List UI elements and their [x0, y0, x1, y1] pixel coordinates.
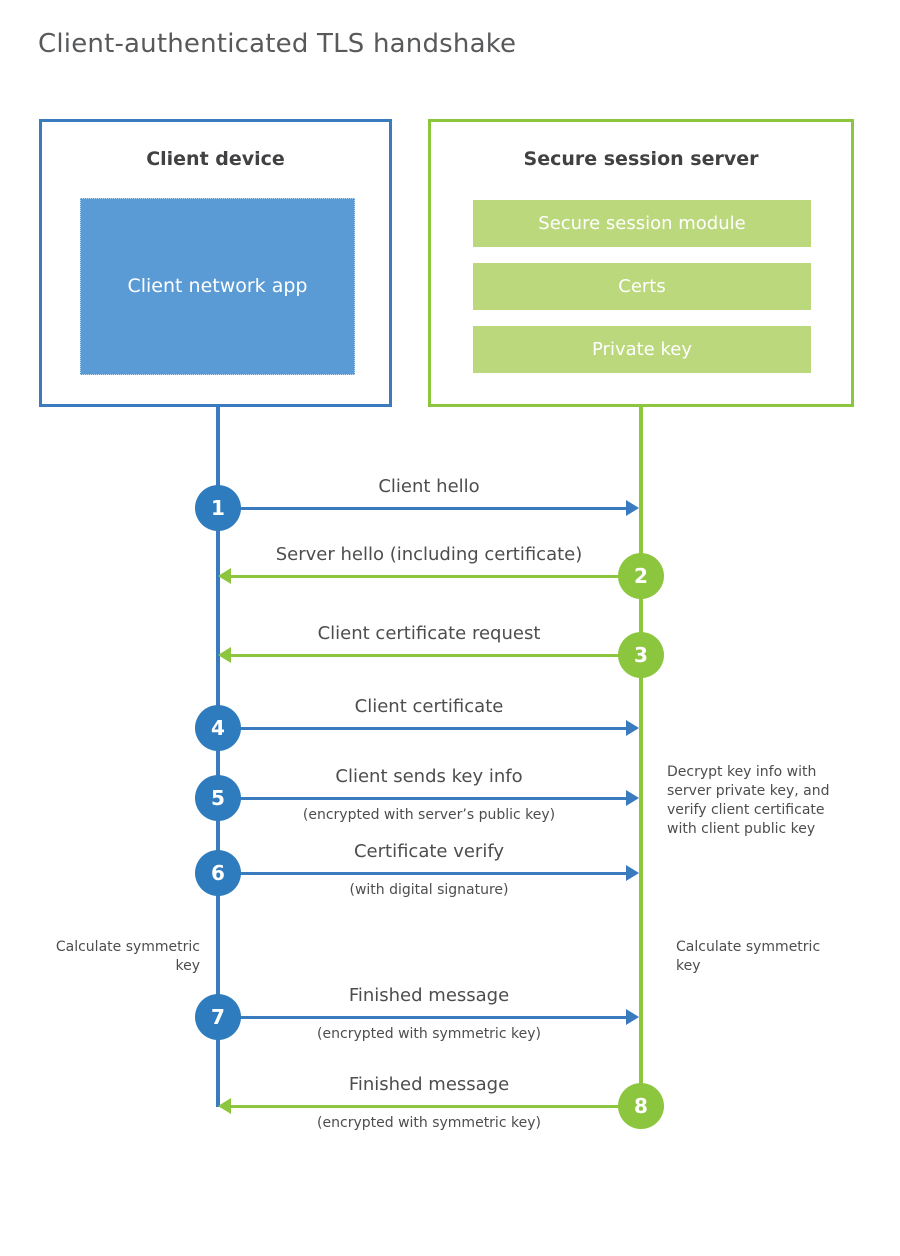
- arrow-head-7: [626, 1009, 639, 1025]
- arrow-line-1: [218, 507, 626, 510]
- arrow-head-8: [218, 1098, 231, 1114]
- server-calculate-symmetric-key-note: Calculate symmetric key: [676, 939, 821, 974]
- server-component-certs: Certs: [473, 263, 811, 310]
- arrow-head-3: [218, 647, 231, 663]
- client-lifeline: [216, 407, 220, 1107]
- arrow-line-5: [218, 797, 626, 800]
- arrow-head-5: [626, 790, 639, 806]
- arrow-line-7: [218, 1016, 626, 1019]
- arrow-head-1: [626, 500, 639, 516]
- arrow-line-6: [218, 872, 626, 875]
- step-badge-5[interactable]: 5: [195, 775, 241, 821]
- message-label-5: Client sends key info: [335, 766, 523, 787]
- client-calculate-symmetric-key-note: Calculate symmetric key: [55, 939, 200, 974]
- message-label-3: Client certificate request: [317, 623, 541, 644]
- arrow-line-3: [231, 654, 641, 657]
- message-label-7: Finished message: [348, 985, 510, 1006]
- message-label-8: Finished message: [348, 1074, 510, 1095]
- step-badge-7[interactable]: 7: [195, 994, 241, 1040]
- message-label-1: Client hello: [378, 476, 480, 497]
- client-network-app-box: Client network app: [80, 198, 355, 375]
- message-sublabel-5: (encrypted with server’s public key): [302, 807, 556, 823]
- step-badge-4[interactable]: 4: [195, 705, 241, 751]
- step-badge-8[interactable]: 8: [618, 1083, 664, 1129]
- message-label-4: Client certificate: [354, 696, 504, 717]
- secure-session-server-title: Secure session server: [523, 148, 759, 170]
- arrow-line-8: [231, 1105, 641, 1108]
- arrow-line-2: [231, 575, 641, 578]
- arrow-head-4: [626, 720, 639, 736]
- message-sublabel-6: (with digital signature): [349, 882, 509, 898]
- arrow-head-2: [218, 568, 231, 584]
- arrow-head-6: [626, 865, 639, 881]
- page-title: Client-authenticated TLS handshake: [38, 29, 517, 59]
- step-badge-2[interactable]: 2: [618, 553, 664, 599]
- client-device-title: Client device: [146, 148, 285, 170]
- step-badge-1[interactable]: 1: [195, 485, 241, 531]
- message-sublabel-7: (encrypted with symmetric key): [317, 1026, 541, 1042]
- server-decrypt-note: Decrypt key info with server private key…: [667, 764, 830, 837]
- client-device-panel: Client device Client network app: [39, 119, 392, 407]
- server-component-secure-session-module: Secure session module: [473, 200, 811, 247]
- secure-session-server-panel: Secure session server Secure session mod…: [428, 119, 854, 407]
- message-label-6: Certificate verify: [353, 841, 505, 862]
- message-sublabel-8: (encrypted with symmetric key): [317, 1115, 541, 1131]
- step-badge-3[interactable]: 3: [618, 632, 664, 678]
- message-label-2: Server hello (including certificate): [275, 544, 583, 565]
- step-badge-6[interactable]: 6: [195, 850, 241, 896]
- arrow-line-4: [218, 727, 626, 730]
- server-component-private-key: Private key: [473, 326, 811, 373]
- server-lifeline: [639, 407, 643, 1105]
